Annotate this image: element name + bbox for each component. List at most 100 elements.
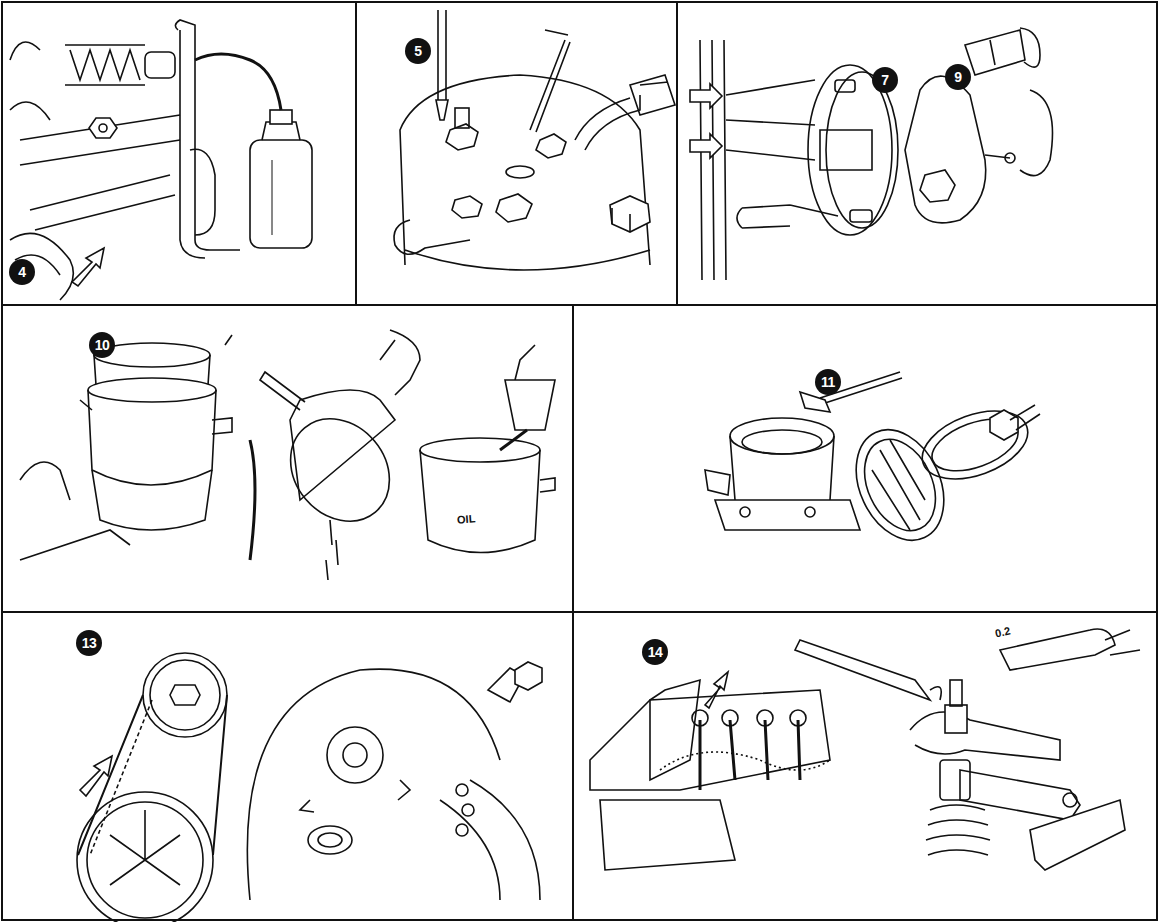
fan-belt-sketch [308, 826, 352, 854]
steering-box-sketch [20, 115, 180, 165]
valve-adjust-sketch [600, 800, 735, 870]
callout-number: 5 [405, 38, 431, 64]
brake-drum-sketch [985, 155, 1010, 158]
air-cleaner-sketch [92, 470, 212, 530]
valve-adjust-sketch [1030, 800, 1125, 870]
callout-number: 13 [76, 630, 102, 656]
fan-belt-sketch [80, 756, 112, 796]
carburetor-sketch [730, 436, 834, 500]
carburetor-sketch [705, 470, 730, 495]
air-cleaner-sketch [212, 418, 232, 434]
steering-box-sketch [10, 42, 50, 120]
air-cleaner-sketch [88, 390, 216, 485]
valve-adjust-sketch [795, 640, 930, 700]
steering-box-sketch [10, 20, 312, 300]
valve-adjust-sketch [700, 720, 800, 790]
fan-belt-sketch [456, 784, 468, 796]
air-cleaner-sketch [290, 390, 395, 500]
steering-box-sketch [250, 140, 312, 248]
valve-adjust-sketch [960, 770, 1080, 820]
brake-drum-sketch [835, 80, 855, 92]
valve-adjust-sketch [590, 629, 1140, 870]
valve-adjust-sketch [926, 805, 990, 855]
carburetor-sketch [990, 410, 1018, 440]
valve-adjust-sketch [1063, 793, 1077, 807]
brake-drum-sketch [920, 170, 955, 202]
steering-box-sketch [195, 54, 281, 110]
fan-belt-sketch [77, 792, 213, 922]
carburetor-sketch [740, 507, 750, 517]
callout-number: 11 [815, 369, 841, 395]
fan-belt-sketch [78, 695, 227, 855]
air-cleaner-sketch [88, 378, 216, 402]
steering-box-sketch [65, 45, 145, 85]
steering-box-sketch [99, 124, 107, 132]
panel-frame [355, 2, 357, 305]
fan-belt-sketch [143, 653, 227, 737]
steering-box-sketch [145, 52, 175, 78]
valve-adjust-sketch [660, 752, 830, 770]
cover-plate-sketch [405, 250, 650, 270]
valve-adjust-sketch [1000, 629, 1115, 670]
cover-plate-sketch [506, 166, 534, 178]
air-cleaner-sketch [540, 478, 555, 492]
callout-number: 10 [89, 332, 115, 358]
air-cleaner-sketch [420, 450, 540, 553]
fan-belt-sketch [462, 804, 474, 816]
brake-drum-sketch [850, 210, 872, 222]
valve-adjust-sketch [950, 680, 962, 706]
brake-drum-sketch [726, 80, 815, 160]
fan-belt-sketch [110, 810, 180, 885]
brake-drum-sketch [690, 134, 722, 158]
valve-adjust-sketch [945, 705, 967, 733]
steering-box-sketch [89, 118, 117, 138]
fan-belt-sketch [398, 780, 410, 800]
cover-plate-sketch [452, 196, 482, 218]
cover-plate-sketch [530, 30, 570, 132]
cover-plate-sketch [436, 10, 448, 120]
brake-drum-sketch [1020, 90, 1053, 176]
steering-box-sketch [30, 175, 175, 230]
fan-belt-sketch [456, 824, 468, 836]
air-cleaner-sketch [260, 372, 305, 410]
steering-box-sketch [272, 160, 273, 235]
steering-box-sketch [190, 149, 215, 235]
brake-drum-sketch [1020, 28, 1040, 67]
carburetor-sketch [805, 507, 815, 517]
fan-belt-sketch [327, 727, 383, 783]
cover-plate-sketch [455, 108, 469, 128]
air-cleaner-sketch [20, 462, 130, 560]
part-label: 0.2 [993, 625, 1010, 640]
cover-plate-sketch [612, 208, 630, 232]
steering-box-sketch [10, 233, 73, 300]
brake-drum-sketch [700, 40, 726, 280]
air-cleaner-sketch [270, 399, 410, 541]
brake-drum-sketch [965, 30, 1025, 75]
cover-plate-sketch [394, 220, 470, 254]
panel-frame [572, 305, 574, 920]
air-cleaner-sketch [326, 520, 338, 580]
carburetor-sketch [839, 416, 961, 555]
steering-box-sketch [270, 110, 292, 124]
valve-adjust-sketch [930, 687, 941, 700]
fan-belt-sketch [300, 800, 314, 812]
callout-number: 14 [642, 639, 668, 665]
fan-belt-sketch [247, 669, 500, 900]
fan-belt-sketch [440, 780, 540, 900]
valve-adjust-sketch [757, 710, 773, 726]
carburetor-sketch [851, 428, 950, 542]
carburetor-sketch [800, 392, 830, 412]
panel-frame [2, 611, 1157, 613]
carburetor-sketch [742, 430, 822, 454]
part-label: OIL [457, 512, 476, 525]
valve-adjust-sketch [705, 672, 728, 708]
carburetor-sketch [872, 440, 925, 530]
valve-adjust-sketch [910, 712, 1060, 760]
carburetor-sketch [1010, 405, 1040, 430]
fan-belt-sketch [77, 653, 542, 922]
valve-adjust-sketch [692, 710, 708, 726]
